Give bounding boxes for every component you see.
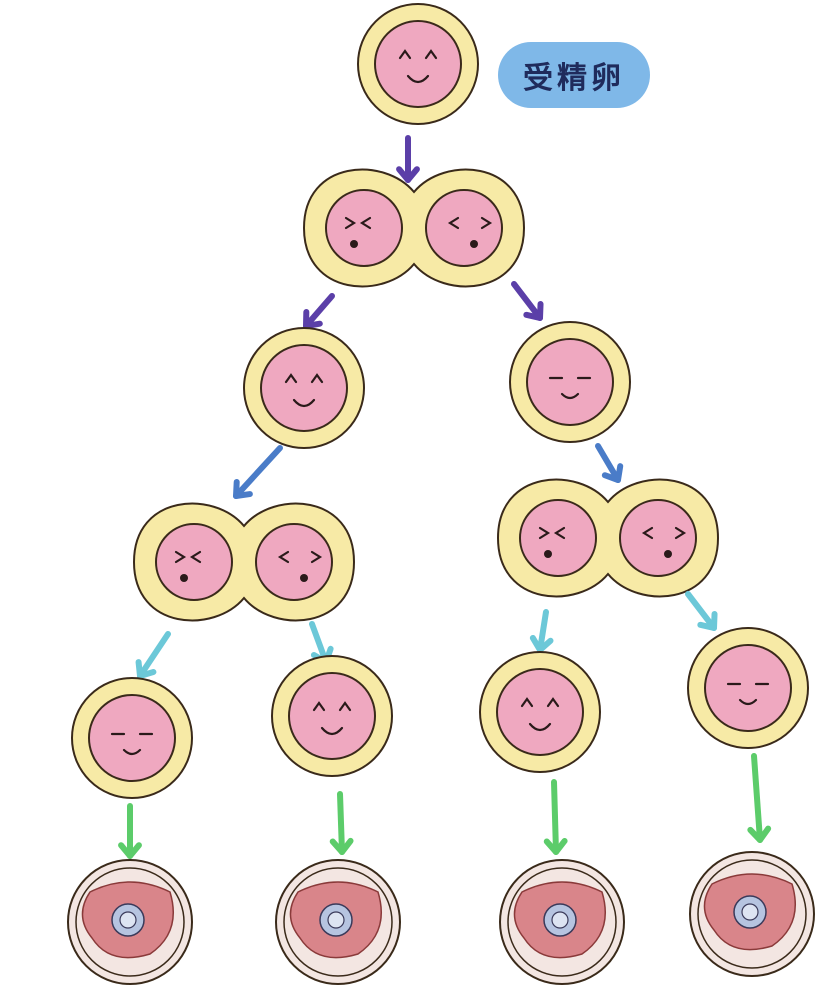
embryo-1: [67, 859, 193, 985]
embryo-2: [275, 859, 401, 985]
arrow-zygote-to-2cell: [396, 135, 420, 183]
cell-l2-left: [243, 327, 365, 449]
zygote-label-bubble: 受精卵: [498, 42, 650, 108]
two-cell-embryo: [302, 168, 526, 288]
arrow-l3-d: [685, 591, 718, 631]
arrow-left-l2: [233, 445, 283, 499]
arrow-l4-4: [747, 753, 772, 843]
arrow-right-l1: [511, 281, 544, 321]
arrow-l4-2: [329, 791, 354, 855]
arrow-l4-1: [118, 803, 142, 859]
two-cell-l3-right: [496, 478, 720, 598]
arrow-l3-a: [135, 631, 171, 679]
arrow-l4-3: [543, 779, 568, 855]
cell-l4-2: [271, 655, 393, 777]
two-cell-l3-left: [132, 502, 356, 622]
arrow-l3-c: [529, 609, 554, 653]
cell-l2-right: [509, 321, 631, 443]
zygote-cell: [357, 3, 479, 125]
embryo-4: [689, 851, 815, 977]
embryo-3: [499, 859, 625, 985]
cell-l4-1: [71, 677, 193, 799]
cell-l4-3: [479, 651, 601, 773]
zygote-label: 受精卵: [523, 61, 625, 96]
cell-l4-4: [687, 627, 809, 749]
arrow-left-l1: [303, 293, 335, 329]
arrow-right-l2: [595, 443, 624, 483]
